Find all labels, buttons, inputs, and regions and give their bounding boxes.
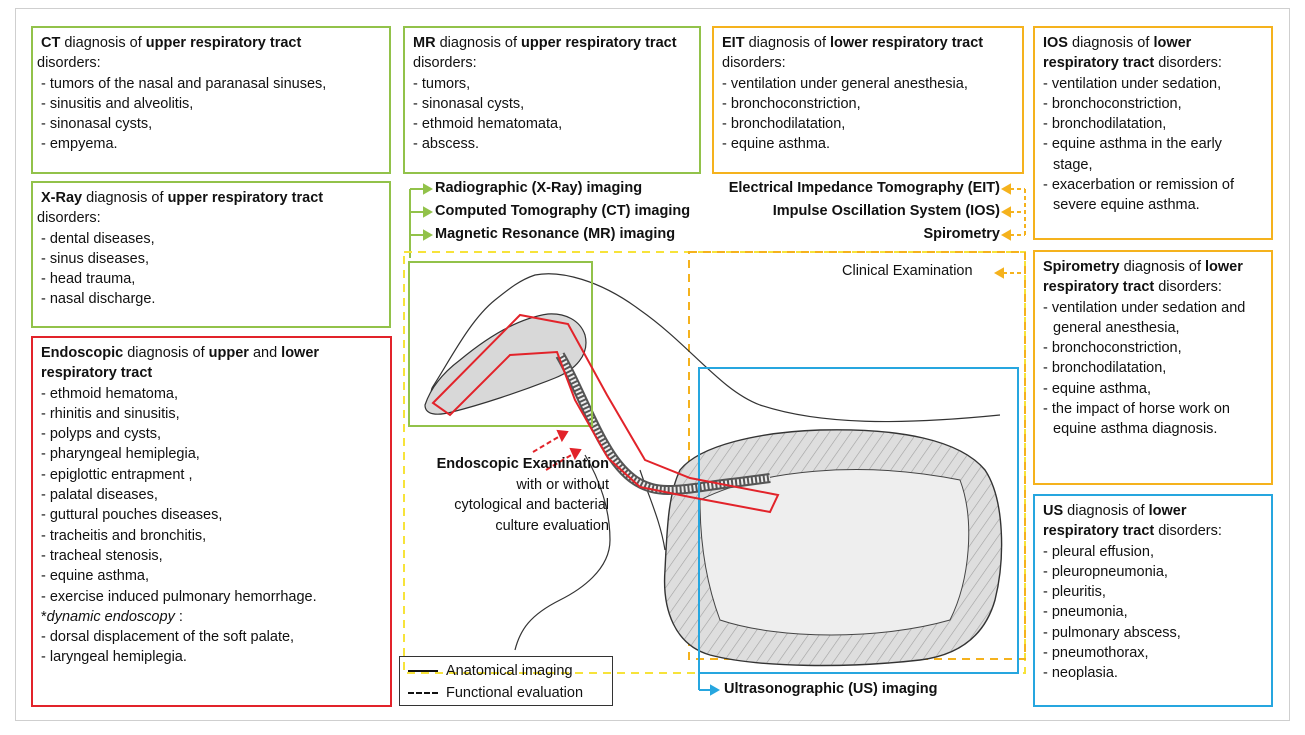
ct-box-title: CT diagnosis of upper respiratory tract … (37, 35, 302, 72)
list-item: - bronchoconstriction, (1043, 340, 1182, 357)
list-item: - pharyngeal hemiplegia, (41, 446, 200, 463)
list-item: - palatal diseases, (41, 487, 158, 504)
list-item: - bronchodilatation, (1043, 360, 1167, 377)
ios-box-title: IOS diagnosis of lower respiratory tract… (1043, 35, 1222, 72)
list-item: - bronchoconstriction, (722, 95, 861, 112)
list-item: - bronchodilatation, (722, 116, 846, 133)
horse-outline (430, 273, 1001, 651)
list-item: - pneumothorax, (1043, 645, 1149, 662)
us-box-title: US diagnosis of lower respiratory tract … (1043, 503, 1222, 540)
endoscopic-arrows (532, 429, 582, 471)
ct-diagnosis-box: CT diagnosis of upper respiratory tract … (31, 26, 391, 174)
list-item: - ventilation under sedation and general… (1043, 299, 1246, 336)
legend-dashed: Functional evaluation (408, 683, 583, 703)
list-item: - nasal discharge. (41, 291, 156, 308)
mr-diagnosis-box: MR diagnosis of upper respiratory tract … (403, 26, 701, 174)
endoscopic-diagnosis-box: Endoscopic diagnosis of upper and lower … (31, 336, 392, 707)
eit-label: Electrical Impedance Tomography (EIT) (728, 180, 1000, 196)
list-item: - polyps and cysts, (41, 426, 162, 443)
list-item: - equine asthma, (41, 568, 150, 585)
list-item: - equine asthma in the early stage, (1043, 136, 1222, 173)
list-item: - dental diseases, (41, 230, 155, 247)
list-item: - equine asthma. (722, 136, 831, 153)
list-item: - sinus diseases, (41, 250, 149, 267)
list-item: - pneumonia, (1043, 604, 1128, 621)
list-item: - tracheitis and bronchitis, (41, 527, 207, 544)
list-item: - tumors, (413, 75, 471, 92)
list-item: - pleuropneumonia, (1043, 563, 1168, 580)
endoscopic-box-title: Endoscopic diagnosis of upper and lower … (41, 345, 320, 382)
spirometry-items-list: - ventilation under sedation and general… (1043, 298, 1263, 440)
radiographic-imaging-label: Radiographic (X-Ray) imaging (435, 180, 643, 196)
list-item: - the impact of horse work on equine ast… (1043, 401, 1230, 438)
endoscope-path (431, 313, 780, 514)
thorax-us-region (698, 367, 1019, 674)
xray-items-list: - dental diseases, - sinus diseases, - h… (41, 229, 381, 310)
list-item: - ventilation under sedation, (1043, 75, 1222, 92)
mr-imaging-label: Magnetic Resonance (MR) imaging (435, 226, 676, 242)
list-item: - empyema. (41, 136, 118, 153)
list-item: - laryngeal hemiplegia. (41, 649, 187, 666)
list-item: - dorsal displacement of the soft palate… (41, 629, 295, 646)
list-item: - head trauma, (41, 271, 136, 288)
list-item: - exacerbation or remission of severe eq… (1043, 177, 1234, 214)
list-item: - ethmoid hematomata, (413, 116, 563, 133)
spirometry-diagnosis-box: Spirometry diagnosis of lower respirator… (1033, 250, 1273, 485)
us-items-list: - pleural effusion, - pleuropneumonia, -… (1043, 542, 1263, 684)
list-item: - neoplasia. (1043, 665, 1118, 682)
head-imaging-region (408, 261, 593, 427)
mr-box-title: MR diagnosis of upper respiratory tract … (413, 35, 677, 72)
eit-diagnosis-box: EIT diagnosis of lower respiratory tract… (712, 26, 1024, 174)
xray-box-title: X-Ray diagnosis of upper respiratory tra… (37, 190, 324, 227)
list-item: - abscess. (413, 136, 480, 153)
ios-diagnosis-box: IOS diagnosis of lower respiratory tract… (1033, 26, 1273, 240)
clinical-examination-label: Clinical Examination (842, 263, 973, 279)
ios-items-list: - ventilation under sedation, - bronchoc… (1043, 74, 1263, 216)
list-item: - bronchodilatation, (1043, 116, 1167, 133)
eit-items-list: - ventilation under general anesthesia, … (722, 74, 1014, 155)
endoscopic-examination-label: Endoscopic Examination with or without c… (436, 456, 609, 534)
legend-solid: Anatomical imaging (408, 661, 573, 681)
list-item: - sinonasal cysts, (413, 95, 525, 112)
list-item: - pleuritis, (1043, 584, 1106, 601)
list-item: - equine asthma, (1043, 380, 1152, 397)
trachea-drawing (555, 352, 771, 496)
list-item: - bronchoconstriction, (1043, 95, 1182, 112)
list-item: - pulmonary abscess, (1043, 624, 1181, 641)
us-imaging-label: Ultrasonographic (US) imaging (724, 681, 938, 697)
list-item: - pleural effusion, (1043, 543, 1154, 560)
list-item: - rhinitis and sinusitis, (41, 405, 180, 422)
list-item: - tumors of the nasal and paranasal sinu… (41, 75, 327, 92)
list-item: - guttural pouches diseases, (41, 507, 223, 524)
list-item: - sinusitis and alveolitis, (41, 95, 194, 112)
spirometry-label: Spirometry (923, 226, 1000, 242)
ios-label: Impulse Oscillation System (IOS) (772, 203, 1000, 219)
us-arrow (698, 673, 721, 696)
functional-arrows (993, 183, 1026, 279)
list-item: - tracheal stenosis, (41, 547, 163, 564)
thorax-drawing (663, 429, 1003, 667)
endoscopic-items-list: - ethmoid hematoma, - rhinitis and sinus… (41, 384, 382, 668)
list-item: - sinonasal cysts, (41, 116, 153, 133)
imaging-bracket (409, 183, 434, 258)
spirometry-box-title: Spirometry diagnosis of lower respirator… (1043, 259, 1243, 296)
list-item: - epiglottic entrapment , (41, 466, 193, 483)
eit-box-title: EIT diagnosis of lower respiratory tract… (722, 35, 984, 72)
ct-imaging-label: Computed Tomography (CT) imaging (435, 203, 691, 219)
list-item: - ethmoid hematoma, (41, 385, 179, 402)
list-item: - exercise induced pulmonary hemorrhage. (41, 588, 317, 605)
list-item: - ventilation under general anesthesia, (722, 75, 968, 92)
figure-frame (15, 8, 1290, 721)
dynamic-endoscopy-heading: *dynamic endoscopy : (41, 608, 183, 625)
mr-items-list: - tumors, - sinonasal cysts, - ethmoid h… (413, 74, 691, 155)
legend: Anatomical imaging Functional evaluation (399, 656, 613, 706)
us-diagnosis-box: US diagnosis of lower respiratory tract … (1033, 494, 1273, 707)
ct-items-list: - tumors of the nasal and paranasal sinu… (41, 74, 381, 155)
xray-diagnosis-box: X-Ray diagnosis of upper respiratory tra… (31, 181, 391, 328)
